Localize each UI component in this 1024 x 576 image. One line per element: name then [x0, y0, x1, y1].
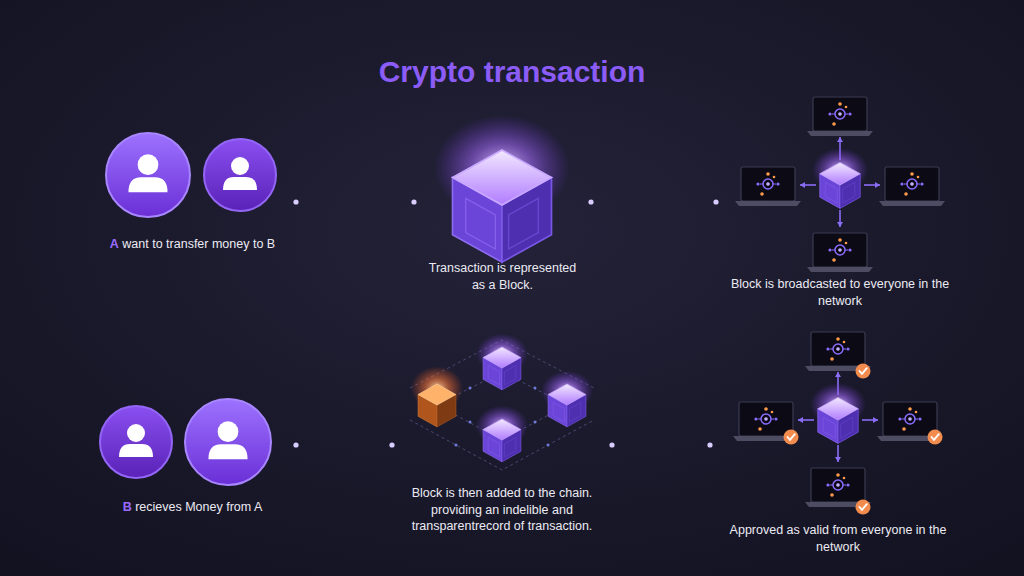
step-caption: B recieves Money from A	[93, 499, 292, 516]
connector-end-dot	[707, 442, 712, 447]
step-node: Block is then added to the chain. provid…	[396, 325, 608, 535]
flow-connector	[293, 442, 394, 447]
connector-line	[612, 444, 710, 447]
connector-end-dot	[293, 199, 298, 204]
step-node: Block is broadcasted to everyone in the …	[720, 92, 960, 309]
step-caption: Block is broadcasted to everyone in the …	[720, 276, 960, 309]
flow-connector	[588, 199, 718, 204]
step-caption: A want to transfer money to B	[93, 236, 292, 253]
diagram-title: Crypto transaction	[0, 55, 1024, 89]
connector-end-dot	[713, 199, 718, 204]
block-chain	[410, 334, 594, 470]
broadcast-network	[735, 97, 945, 272]
sender-avatars	[106, 133, 276, 217]
connector-end-dot	[389, 442, 394, 447]
receiver-avatars	[100, 399, 271, 485]
flow-connector	[293, 199, 416, 204]
step-node: A want to transfer money to B	[93, 130, 292, 253]
step-caption: Approved as valid from everyone in the n…	[714, 522, 962, 555]
connector-line	[296, 201, 414, 204]
connector-end-dot	[588, 199, 593, 204]
step-node: Approved as valid from everyone in the n…	[714, 338, 962, 555]
step-caption: Block is then added to the chain. provid…	[396, 485, 608, 535]
connector-line	[591, 201, 716, 204]
step-node: B recieves Money from A	[93, 395, 292, 516]
step-node: Transaction is represented as a Block.	[418, 140, 587, 293]
connector-end-dot	[411, 199, 416, 204]
connector-end-dot	[609, 442, 614, 447]
connector-end-dot	[293, 442, 298, 447]
flow-connector	[609, 442, 712, 447]
connector-line	[296, 444, 392, 447]
transaction-block	[434, 115, 570, 262]
step-caption: Transaction is represented as a Block.	[418, 260, 587, 293]
approval-network	[733, 332, 943, 515]
